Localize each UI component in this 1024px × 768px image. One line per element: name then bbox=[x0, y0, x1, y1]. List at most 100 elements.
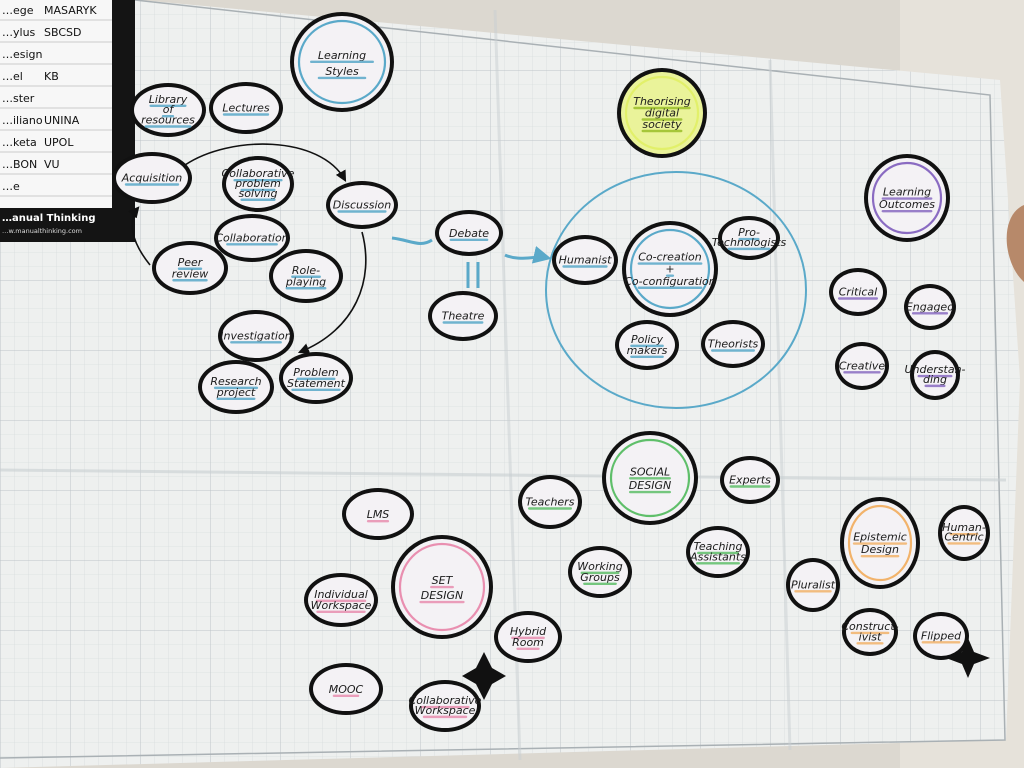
card-row-name: …ege bbox=[2, 4, 34, 17]
sticker-discussion: Discussion bbox=[326, 181, 398, 229]
card-row-name: …ylus bbox=[2, 26, 36, 39]
card-row-name: …keta bbox=[2, 136, 37, 149]
sticker-label: makers bbox=[627, 344, 668, 357]
sticker-lectures: Lectures bbox=[209, 82, 283, 134]
sticker-theorists: Theorists bbox=[701, 320, 765, 368]
sticker-label: Role- bbox=[292, 264, 320, 277]
sticker-label: Assistants bbox=[689, 550, 746, 563]
sticker-face bbox=[705, 324, 761, 364]
sticker-human-centric: Human-Centric bbox=[938, 505, 990, 561]
card-row-code: MASARYK bbox=[44, 4, 97, 17]
sticker-label: Theatre bbox=[442, 310, 485, 323]
poster-frame-line bbox=[0, 0, 1006, 759]
card-row-name: …esign bbox=[2, 48, 43, 61]
co-creation-cluster-ring bbox=[545, 171, 807, 409]
sticker-label: Working bbox=[577, 560, 623, 573]
sticker-label: Collaborative bbox=[222, 167, 295, 180]
hand bbox=[1006, 205, 1024, 282]
sticker-label: Co-configuration bbox=[624, 275, 716, 288]
sticker-label: Collaborative bbox=[409, 694, 482, 707]
sticker-label: Policy bbox=[631, 333, 664, 346]
sticker-face bbox=[226, 160, 290, 208]
sticker-label: Learning bbox=[318, 49, 366, 62]
sticker-label: Humanist bbox=[559, 254, 612, 267]
card-brand: …anual Thinking bbox=[2, 213, 96, 224]
sticker-label: Teachers bbox=[526, 496, 575, 509]
card-row-code: SBCSD bbox=[44, 26, 81, 39]
card-row-code: UNINA bbox=[44, 114, 80, 127]
sticker-label: Individual bbox=[314, 588, 368, 601]
sticker-label: Investigation bbox=[220, 329, 291, 342]
sticker-experts: Experts bbox=[720, 456, 780, 504]
sticker-label: solving bbox=[238, 187, 277, 200]
sticker-understanding: Understan-ding bbox=[904, 350, 966, 400]
sticker-accent-ring bbox=[609, 438, 691, 518]
sticker-label: resources bbox=[141, 114, 195, 127]
sticker-label: Understan- bbox=[904, 363, 965, 376]
stickers-layer: LearningStylesLibraryofresourcesLectures… bbox=[112, 12, 990, 732]
sticker-face bbox=[432, 295, 494, 337]
sticker-label: Statement bbox=[287, 377, 346, 390]
sticker-face bbox=[833, 272, 883, 312]
sticker-label: Flipped bbox=[921, 629, 962, 642]
card-row-name: …el bbox=[2, 70, 23, 83]
sticker-pluralist: Pluralist bbox=[786, 558, 840, 612]
card-row-name: …iliano bbox=[2, 114, 43, 127]
sticker-label: ivist bbox=[859, 630, 882, 643]
sticker-label: DESIGN bbox=[421, 589, 463, 602]
sticker-label: Pluralist bbox=[791, 578, 836, 591]
sticker-role-playing: Role-playing bbox=[269, 249, 343, 303]
sticker-collaboration: Collaboration bbox=[214, 214, 290, 262]
sticker-label: Human- bbox=[942, 521, 986, 534]
sticker-label: Engaged bbox=[906, 300, 955, 313]
sticker-label: ding bbox=[923, 373, 947, 386]
sticker-face bbox=[213, 86, 279, 130]
sticker-pro-technologists: Pro-Technologists bbox=[712, 216, 787, 260]
sticker-label: Discussion bbox=[333, 199, 392, 212]
sticker-label: Design bbox=[861, 543, 899, 556]
sticker-label: Outcomes bbox=[879, 198, 935, 211]
sticker-label: Learning bbox=[883, 186, 931, 199]
connector-lines bbox=[127, 143, 807, 409]
sticker-label: digital bbox=[645, 107, 679, 120]
sticker-engaged: Engaged bbox=[904, 284, 956, 330]
sticker-label: problem bbox=[234, 177, 281, 190]
sticker-label: Acquisition bbox=[121, 172, 182, 185]
sticker-label: Pro- bbox=[738, 226, 760, 239]
sparkle-icon bbox=[462, 652, 506, 700]
sticker-label: Technologists bbox=[712, 236, 787, 249]
sticker-label: Research bbox=[210, 375, 261, 388]
sticker-face bbox=[839, 346, 885, 386]
sticker-label: Styles bbox=[325, 65, 359, 78]
sticker-accent-ring bbox=[629, 228, 711, 310]
sticker-label: of bbox=[163, 103, 176, 116]
sticker-label: Library bbox=[149, 93, 188, 106]
sticker-label: Centric bbox=[944, 530, 983, 543]
card-row-code: UPOL bbox=[44, 136, 74, 149]
sticker-label: Hybrid bbox=[510, 625, 547, 638]
sticker-face bbox=[218, 218, 286, 258]
card-row-name: …BON bbox=[2, 158, 37, 171]
sticker-label: Room bbox=[512, 636, 544, 649]
sparkle-icon bbox=[946, 638, 990, 678]
sticker-accent-ring bbox=[398, 542, 486, 632]
card-row-code: VU bbox=[44, 158, 60, 171]
sticker-face bbox=[222, 314, 290, 358]
sticker-label: LMS bbox=[367, 508, 390, 521]
sticker-flipped: Flipped bbox=[913, 612, 969, 660]
sticker-label: society bbox=[642, 118, 682, 131]
sticker-label: Creative bbox=[839, 359, 886, 372]
sticker-label: Problem bbox=[293, 366, 338, 379]
